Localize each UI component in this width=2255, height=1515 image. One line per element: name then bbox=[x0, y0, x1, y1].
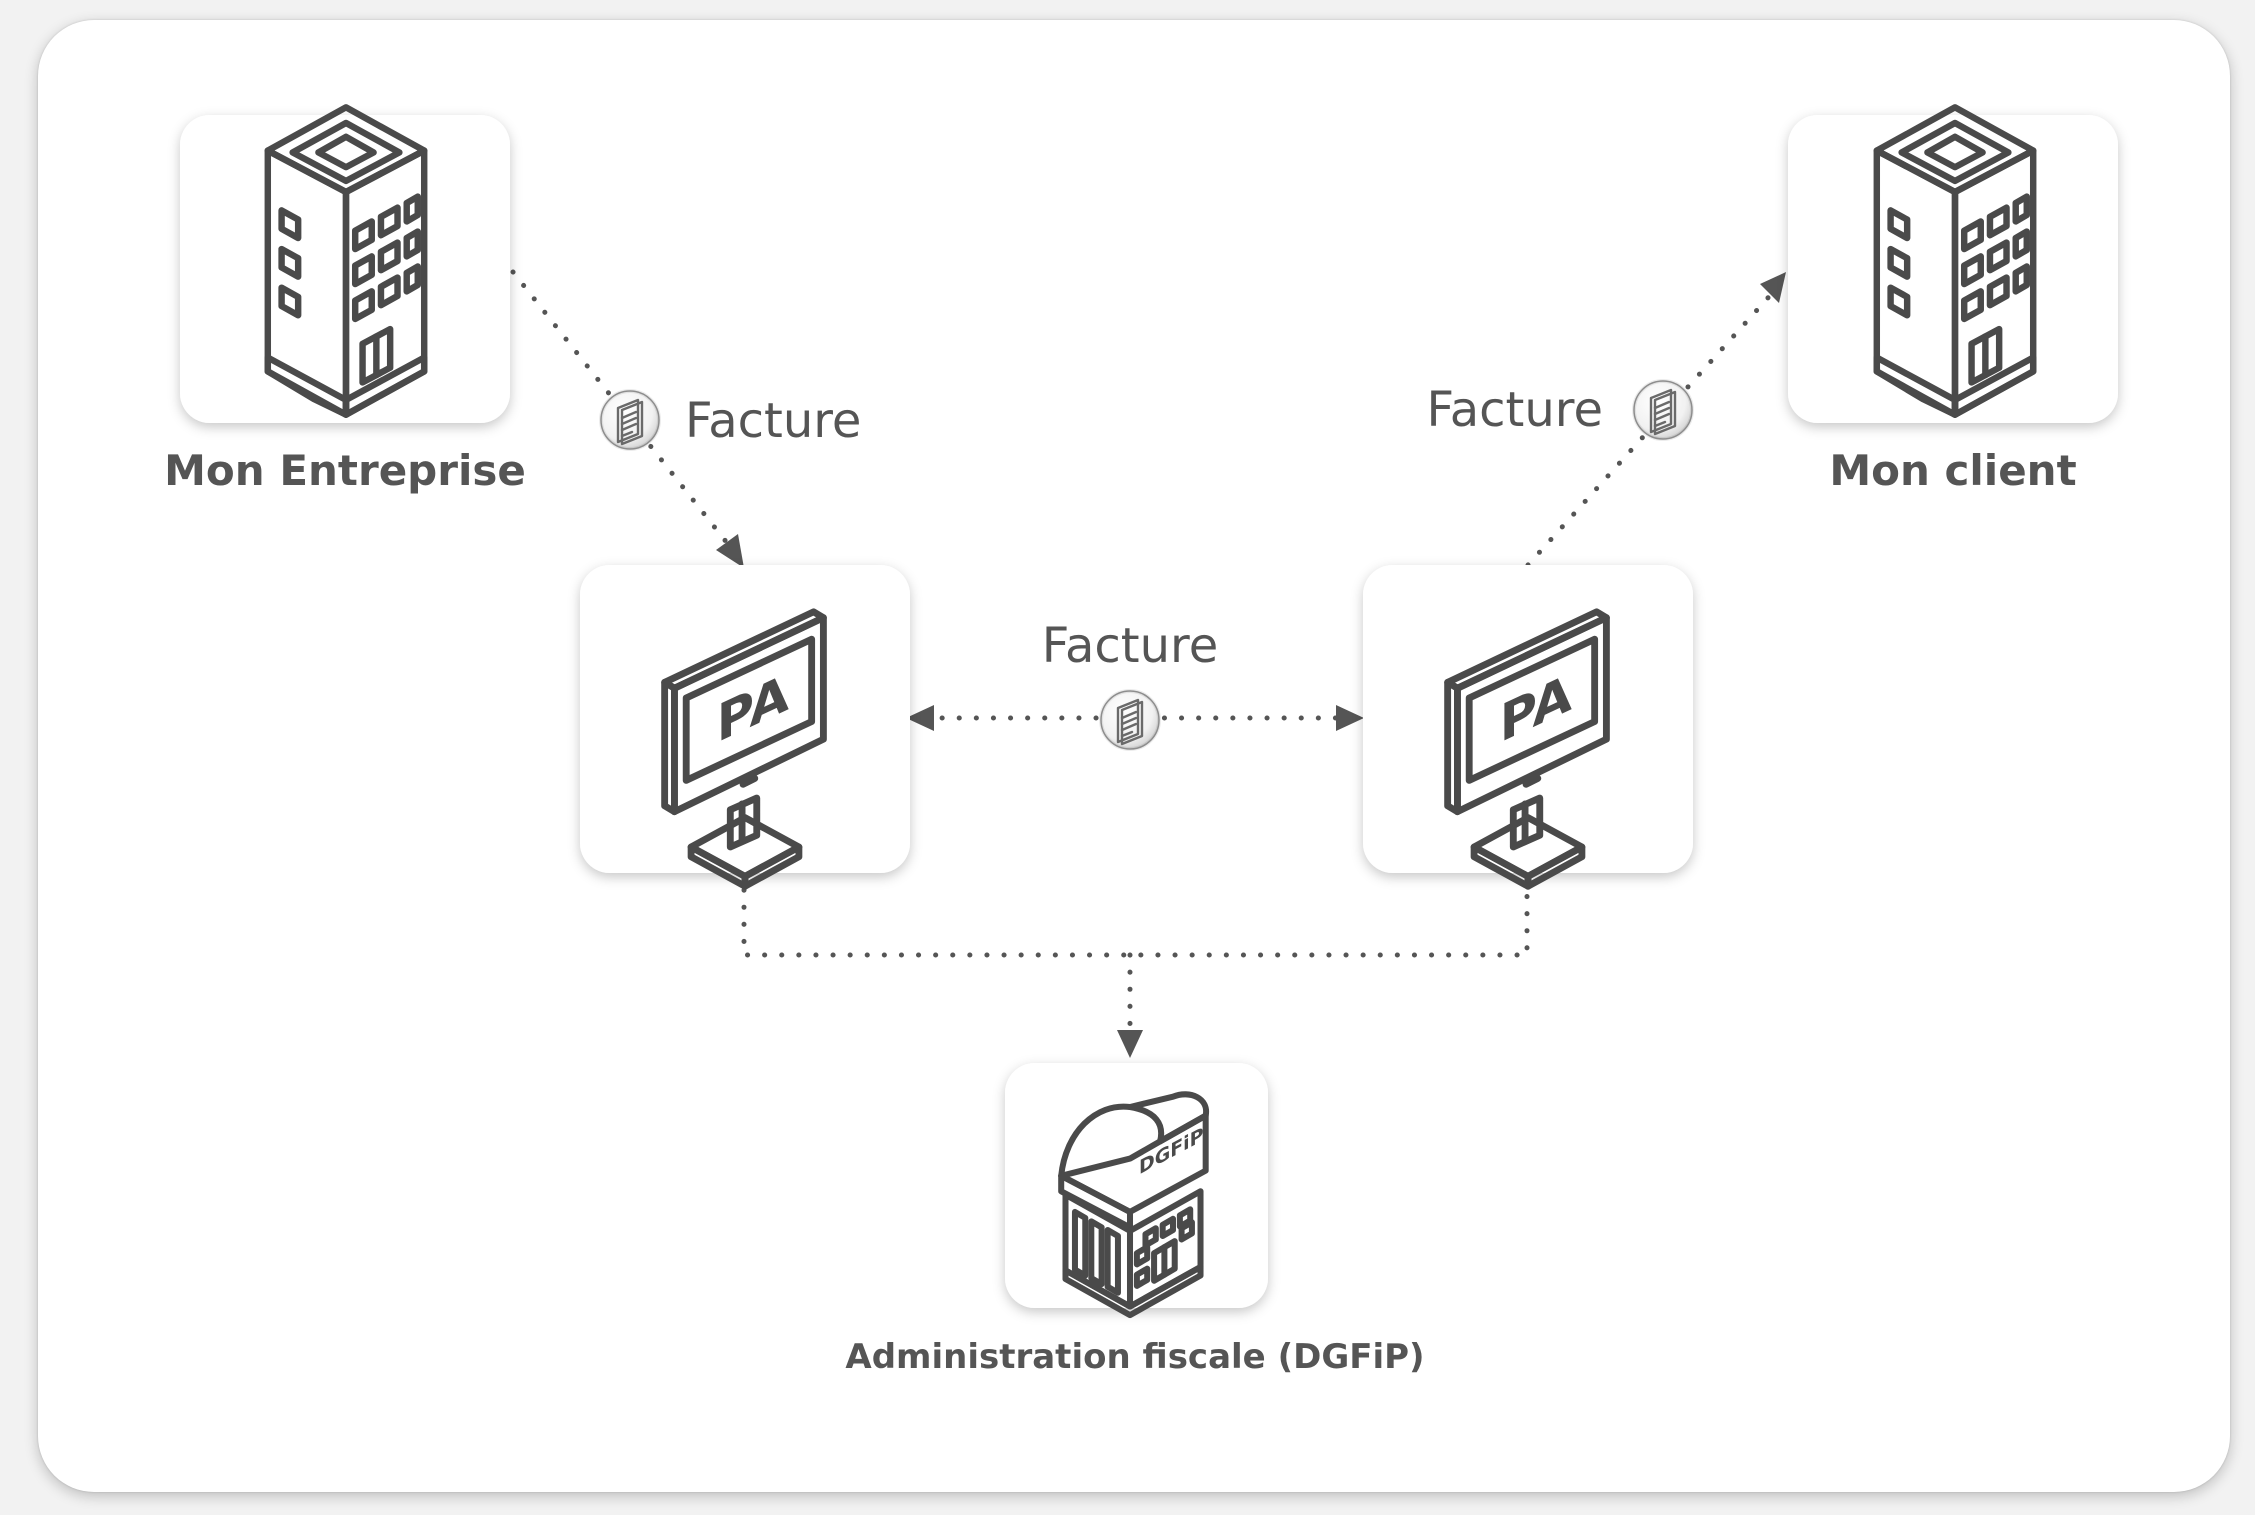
flow-pa-to-client-label: Facture bbox=[1427, 382, 1603, 438]
my-client-label: Mon client bbox=[1829, 446, 2076, 495]
flow-pa-to-client: Facture bbox=[1427, 379, 1694, 441]
connector-pa-sender-to-tax bbox=[741, 870, 1530, 958]
node-pa-sender: PA bbox=[580, 565, 910, 886]
invoice-document-icon bbox=[1099, 689, 1161, 751]
flow-pa-to-pa-label: Facture bbox=[1042, 618, 1218, 674]
arrowhead-to-pa-receiver bbox=[1336, 705, 1364, 731]
flow-company-to-pa: Facture bbox=[599, 389, 861, 451]
card-tax-admin bbox=[1005, 1063, 1268, 1308]
node-my-client: Mon client bbox=[1788, 107, 2118, 495]
arrowhead-to-pa-sender bbox=[716, 534, 744, 568]
connector-pa-to-client bbox=[1525, 287, 1778, 568]
tax-admin-label: Administration fiscale (DGFiP) bbox=[845, 1337, 1424, 1377]
invoice-document-icon bbox=[599, 389, 661, 451]
arrowhead-to-tax-admin bbox=[1117, 1030, 1143, 1058]
flow-pa-to-pa: Facture bbox=[1042, 618, 1218, 751]
node-my-company: Mon Entreprise bbox=[164, 107, 526, 495]
arrowhead-to-pa-sender-left bbox=[906, 705, 934, 731]
arrowhead-to-client bbox=[1760, 272, 1786, 303]
flow-company-to-pa-label: Facture bbox=[685, 393, 861, 449]
node-tax-admin: DGFiP Administration fiscale (DGFiP) bbox=[845, 1063, 1425, 1377]
arrowheads bbox=[716, 272, 1786, 1058]
my-company-label: Mon Entreprise bbox=[164, 446, 526, 495]
node-pa-receiver: PA bbox=[1363, 565, 1693, 886]
invoice-document-icon bbox=[1632, 379, 1694, 441]
connectors bbox=[510, 269, 1778, 1033]
